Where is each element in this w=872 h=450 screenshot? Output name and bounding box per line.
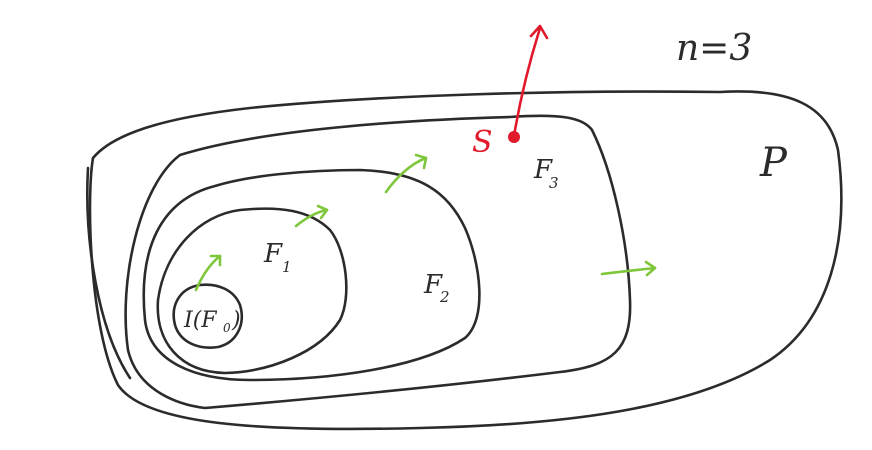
label-F1-sub: 1 [282,258,292,276]
label-F3: F [533,155,553,185]
region-IF0 [172,283,243,349]
label-F2: F [423,270,443,300]
label-IF0-sub: 0 [223,321,231,335]
label-IF0-close: ) [231,308,241,333]
label-P: P [759,140,788,186]
region-P-stroke-overlap [86,166,132,380]
growth-arrow-2 [294,204,329,228]
label-F2-sub: 2 [439,288,450,306]
label-S: S [472,125,493,160]
region-P [88,90,843,431]
point-S [508,24,549,143]
growth-arrow-3 [384,153,428,194]
label-n-equals: n=3 [676,28,752,69]
region-F1 [156,207,348,375]
label-IF0: I(F [183,308,217,333]
growth-arrow-4 [600,260,657,277]
region-F2 [142,168,481,382]
growth-arrow-1 [194,254,222,292]
region-F3 [124,114,632,410]
label-F1: F [263,239,283,269]
label-F3-sub: 3 [549,174,559,192]
